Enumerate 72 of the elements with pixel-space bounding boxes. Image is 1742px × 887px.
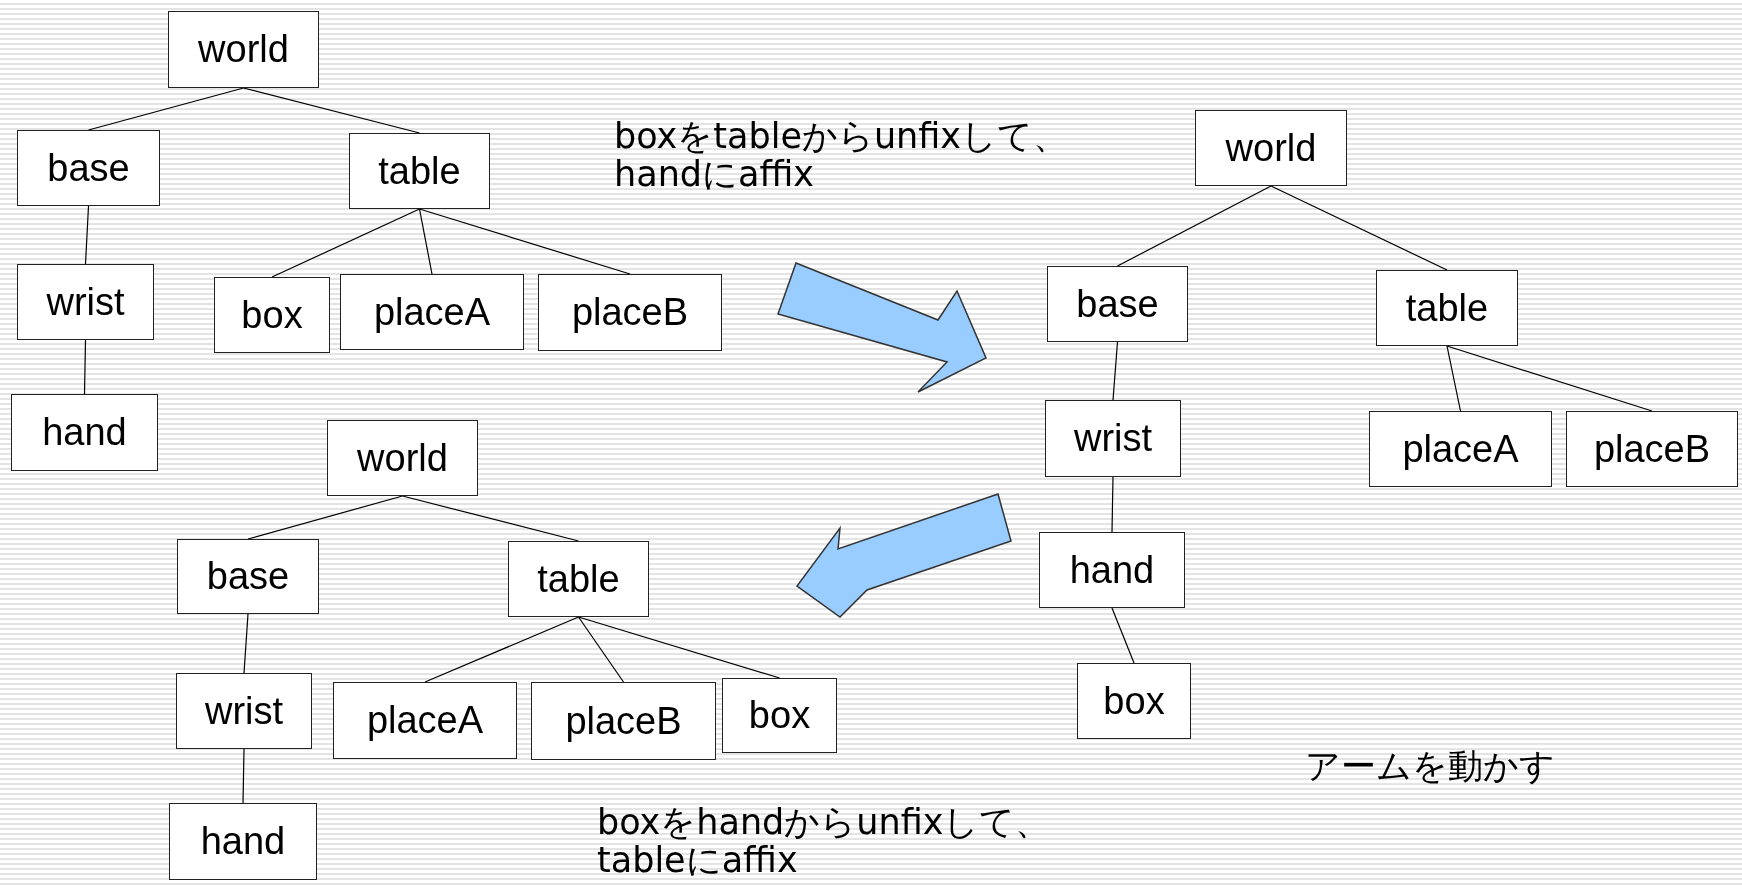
tree-connector — [271, 208, 421, 278]
tree-node-box — [531, 682, 716, 760]
tree-connector — [1111, 607, 1135, 664]
node-label: wrist — [204, 689, 284, 733]
node-label: placeA — [373, 290, 491, 334]
node-label: wrist — [1073, 417, 1153, 460]
node-label: table — [1405, 286, 1489, 330]
node-label: base — [206, 555, 290, 598]
annotation-text: boxをhandからunfixして、tableにaffix — [597, 804, 1052, 880]
tree-connector — [87, 87, 245, 131]
node-label: placeB — [571, 291, 689, 334]
tree-connector — [1270, 185, 1448, 271]
tree-node-box — [1039, 532, 1185, 608]
tree-connector — [1446, 345, 1653, 412]
node-label: table — [537, 557, 620, 601]
tree-connector — [424, 616, 580, 683]
tree-connector — [401, 495, 580, 542]
tree-node-box — [1047, 266, 1188, 342]
node-label: base — [1076, 282, 1159, 326]
node-label: placeA — [1402, 427, 1519, 471]
tree-node-box — [169, 803, 317, 880]
tree-node-box — [1566, 411, 1738, 487]
tree-connector — [577, 616, 625, 683]
tree-connector — [242, 748, 245, 804]
node-label: placeB — [565, 699, 682, 743]
tree-node-box — [1195, 110, 1347, 186]
tree-node-box — [17, 264, 154, 340]
node-label: hand — [1069, 548, 1155, 592]
tree-node-box — [168, 11, 319, 88]
tree-connector — [418, 208, 433, 275]
tree-connector — [83, 339, 87, 395]
tree-node-box — [1077, 663, 1191, 739]
tree-node-box — [349, 133, 490, 209]
tree-node-box — [1045, 400, 1181, 477]
node-label: wrist — [46, 280, 125, 324]
node-label: world — [198, 28, 289, 71]
node-label: world — [357, 436, 448, 480]
node-label: hand — [200, 820, 286, 863]
tree-connector — [577, 616, 781, 679]
tree-node-box — [177, 539, 319, 614]
tree-node-box — [1369, 411, 1552, 487]
annotation-text: boxをtableからunfixして、handにaffix — [614, 118, 1070, 194]
tree-node-box — [722, 678, 837, 753]
node-label: world — [1225, 126, 1317, 170]
node-label: hand — [42, 411, 127, 454]
tree-node-box — [327, 420, 478, 496]
tree-connector — [242, 87, 421, 134]
node-label: placeB — [1593, 427, 1711, 471]
tree-node-box — [176, 673, 312, 749]
tree-connector — [84, 205, 90, 265]
tree-connector — [418, 208, 631, 275]
node-label: box — [241, 293, 303, 337]
tree-connector — [1112, 341, 1119, 401]
tree-connector — [247, 495, 404, 540]
node-label: box — [1103, 679, 1165, 723]
tree-node-box — [333, 682, 517, 759]
node-label: box — [748, 694, 811, 737]
tree-node-box — [538, 274, 722, 351]
tree-connector — [1116, 185, 1272, 267]
tree-connector — [1111, 476, 1114, 533]
tree-connector — [1446, 345, 1462, 412]
node-label: base — [47, 146, 130, 190]
tree-node-box — [340, 274, 524, 350]
tree-node-box — [1376, 270, 1518, 346]
tree-node-box — [17, 130, 160, 206]
tree-node-box — [11, 394, 158, 471]
node-label: table — [378, 149, 461, 193]
node-label: placeA — [366, 699, 484, 742]
tree-node-box — [214, 277, 330, 353]
tree-connector — [243, 613, 249, 674]
annotation-text: アームを動かす — [1305, 748, 1556, 786]
tree-node-box — [508, 541, 649, 617]
